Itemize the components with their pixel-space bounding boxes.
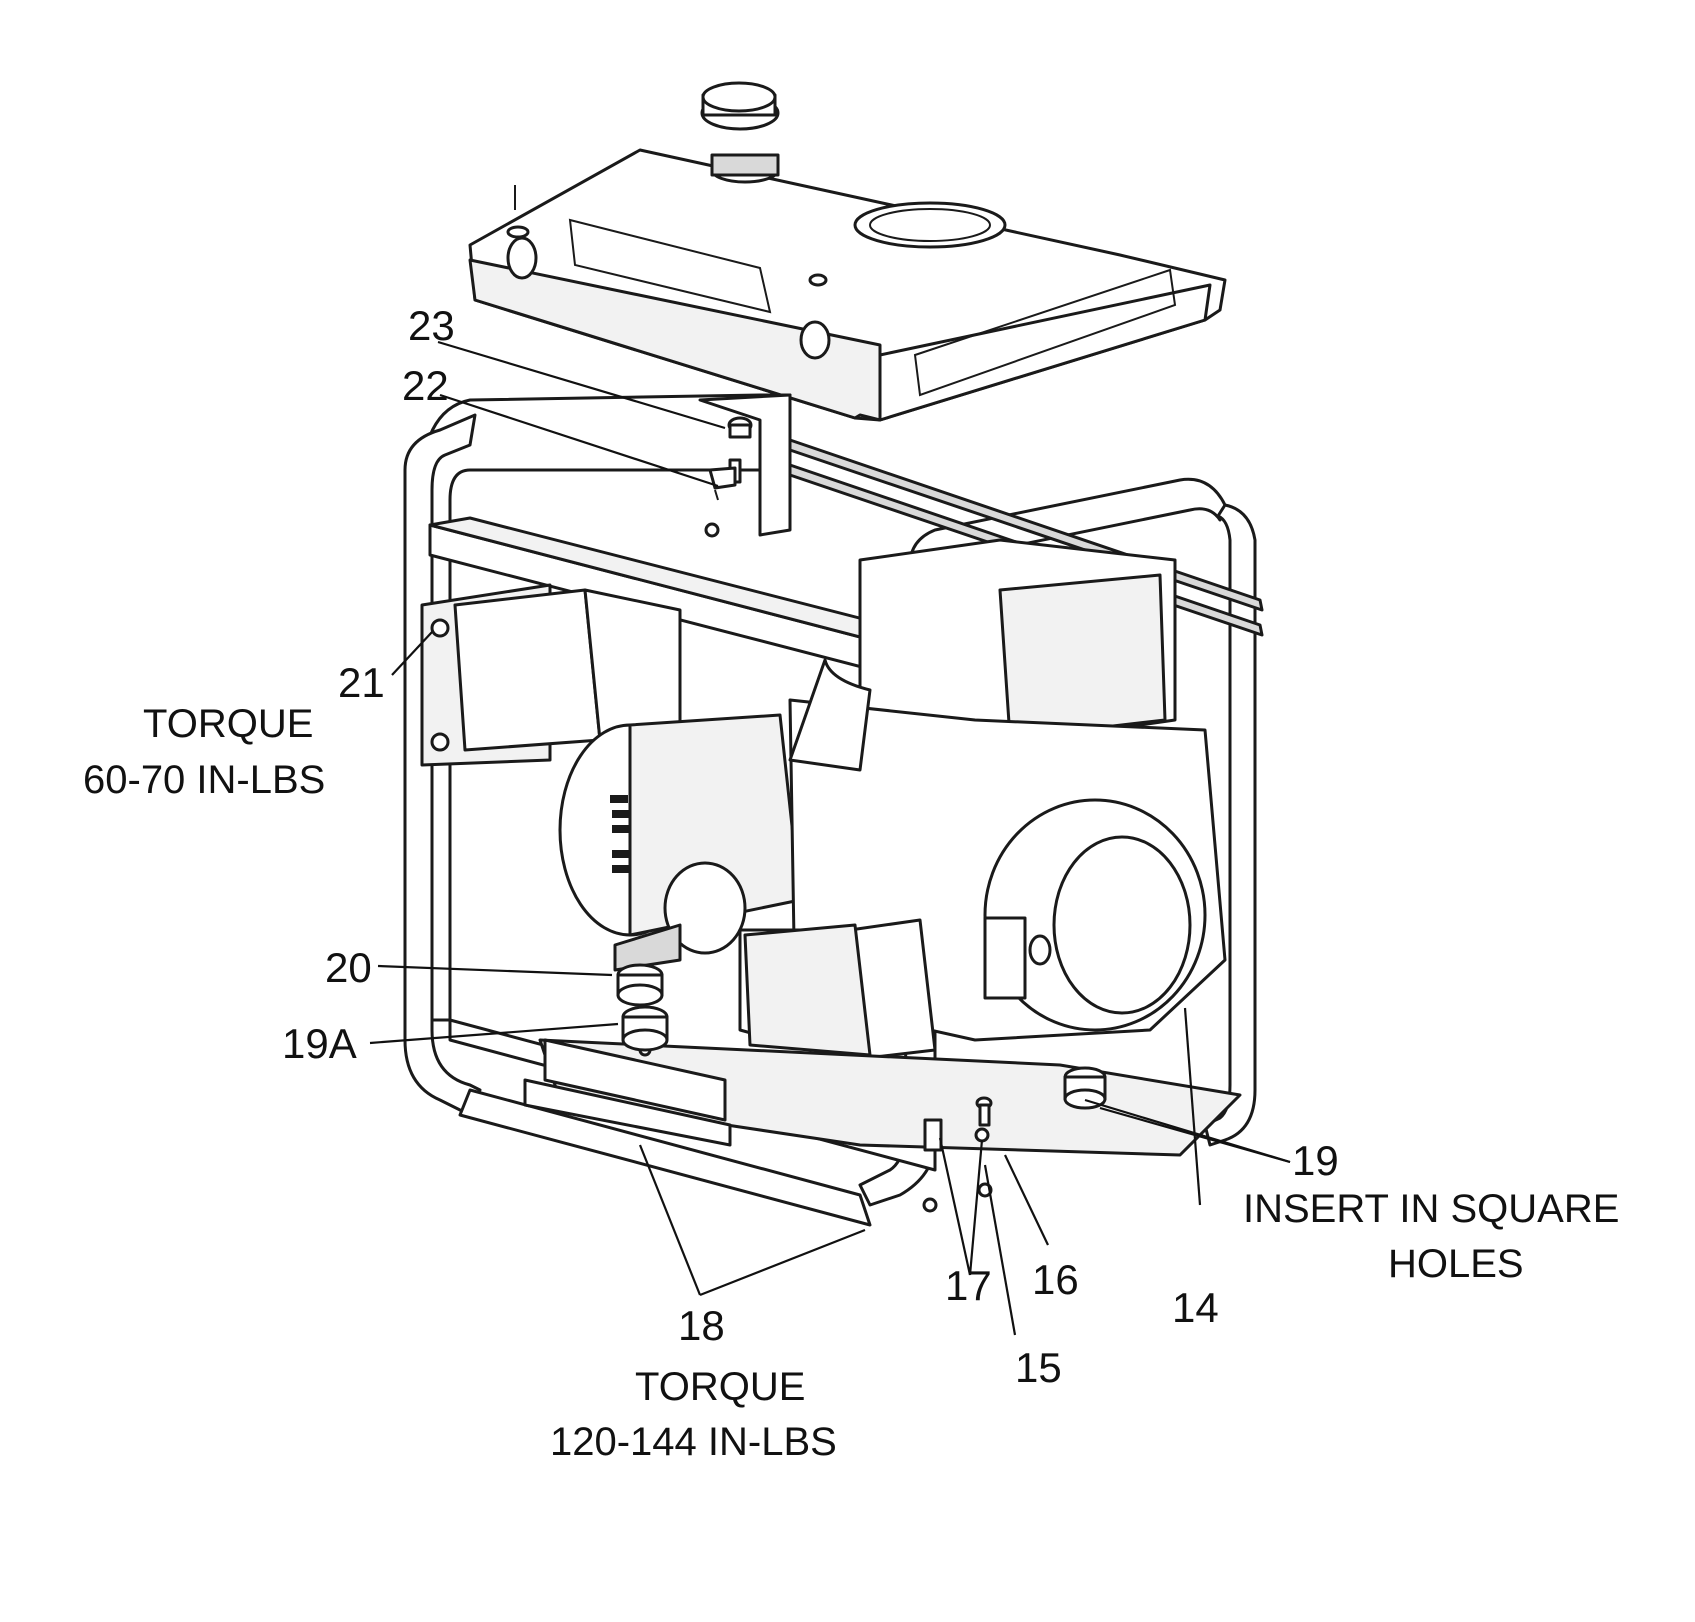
- leader-19a: [369, 1022, 619, 1045]
- callout-15: 15: [1015, 1344, 1062, 1391]
- callout-16: 16: [1032, 1256, 1079, 1303]
- callout-18: 18: [678, 1302, 725, 1349]
- base-plate: [523, 1038, 1242, 1157]
- fastener-hardware: [704, 416, 753, 538]
- leader-16: [1004, 1154, 1049, 1246]
- leader-lines: [369, 340, 1291, 1336]
- insert-note-line1: INSERT IN SQUARE: [1243, 1187, 1619, 1231]
- callout-14: 14: [1172, 1284, 1219, 1331]
- callout-20: 20: [325, 944, 372, 991]
- callout-22: 22: [402, 362, 449, 409]
- vibration-mounts: [616, 963, 1107, 1213]
- alternator: [558, 713, 802, 972]
- leader-17a: [938, 1137, 972, 1276]
- torque-note-top-line2: 60-70 IN-LBS: [83, 758, 325, 802]
- leader-18a: [638, 1144, 702, 1296]
- callout-19a: 19A: [282, 1020, 357, 1067]
- callout-23: 23: [408, 302, 455, 349]
- leader-21: [391, 631, 433, 676]
- callout-labels: 23 22 21 20 19A 19 14 16 17 15 18: [282, 302, 1339, 1391]
- callout-17: 17: [945, 1262, 992, 1309]
- callout-19: 19: [1292, 1137, 1339, 1184]
- leader-15: [983, 1164, 1017, 1336]
- leader-23: [437, 340, 726, 430]
- torque-note-top-line1: TORQUE: [143, 702, 313, 746]
- leader-17b: [968, 1139, 984, 1276]
- leader-20: [377, 964, 613, 977]
- fuel-tank: [468, 81, 1227, 422]
- leader-19-arm: [1084, 1098, 1291, 1164]
- torque-note-bottom-line1: TORQUE: [635, 1365, 805, 1409]
- leader-22: [439, 393, 719, 488]
- control-panel: [420, 583, 682, 767]
- leader-18b: [699, 1228, 866, 1297]
- notes: TORQUE 60-70 IN-LBS TORQUE 120-144 IN-LB…: [83, 702, 1619, 1464]
- insert-note-line2: HOLES: [1388, 1242, 1524, 1286]
- leader-14: [1183, 1007, 1202, 1206]
- engine: [738, 538, 1227, 1062]
- torque-note-bottom-line2: 120-144 IN-LBS: [550, 1420, 837, 1464]
- callout-21: 21: [338, 659, 385, 706]
